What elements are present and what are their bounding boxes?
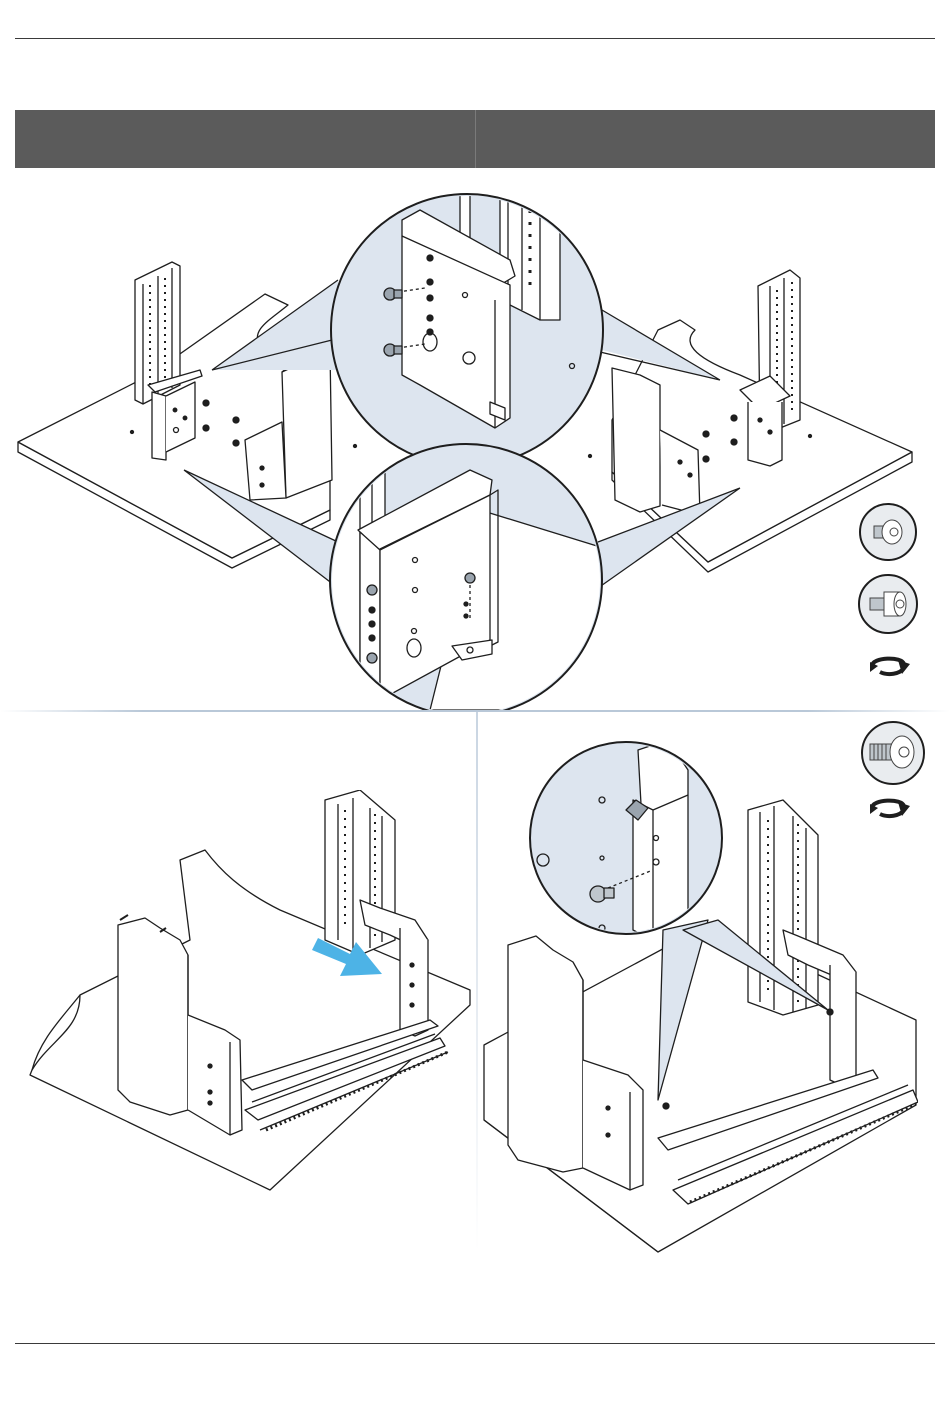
step-header-bar — [15, 110, 935, 168]
step-2-illustration — [20, 790, 475, 1200]
step-divider-horizontal — [0, 710, 950, 712]
lower-zoom-detail — [330, 444, 610, 710]
bottom-rule — [15, 1343, 935, 1344]
clockwise-rotate-icon — [866, 652, 912, 685]
socket-cap-screw-icon — [858, 572, 918, 641]
step-3-illustration — [478, 740, 918, 1260]
button-head-screw-icon — [858, 502, 918, 567]
header-right-title — [475, 110, 936, 168]
top-rule — [15, 38, 935, 39]
step-1-illustration — [0, 170, 950, 710]
clockwise-rotate-icon — [866, 794, 912, 827]
header-left-title — [15, 110, 475, 168]
threaded-screw-icon — [860, 720, 926, 791]
upper-zoom-detail — [331, 190, 603, 466]
